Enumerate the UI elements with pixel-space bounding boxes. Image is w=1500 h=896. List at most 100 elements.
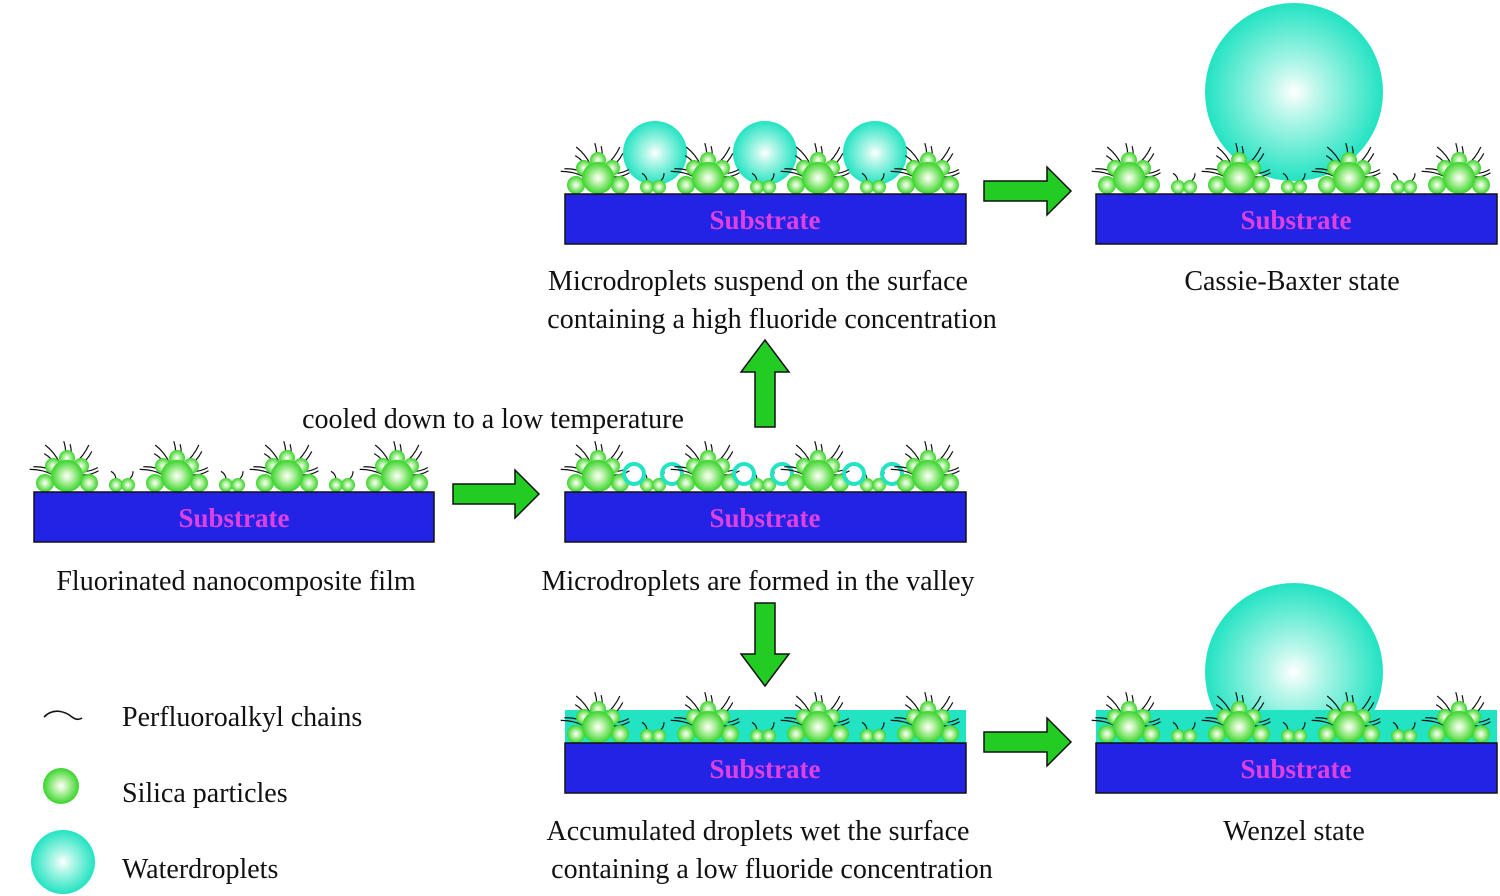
water-droplet (623, 121, 687, 185)
silica-particle (1443, 711, 1475, 743)
silica-particle (897, 474, 915, 492)
silica-particle (787, 725, 805, 743)
silica-particle (640, 729, 654, 743)
arrow-up-to-suspend (739, 338, 791, 428)
arrows: cooled down to a low temperature (302, 165, 1073, 768)
silica-particle (750, 180, 764, 194)
silica-particle (80, 474, 98, 492)
caption-wenzel: Wenzel state (1223, 816, 1365, 847)
silica-particle (872, 478, 886, 492)
silica-particle (1403, 729, 1417, 743)
film-surface-valley (560, 441, 960, 492)
silica-particle (109, 478, 123, 492)
silica-particle (381, 460, 413, 492)
silica-particle (762, 729, 776, 743)
legend-silica-label: Silica particles (122, 778, 288, 809)
substrate-label: Substrate (178, 503, 289, 533)
silica-particle (692, 460, 724, 492)
silica-particle (1223, 162, 1255, 194)
silica-particle (121, 478, 135, 492)
substrate (1095, 742, 1498, 794)
substrate-label: Substrate (709, 205, 820, 235)
silica-particle (256, 474, 274, 492)
silica-particle (1113, 162, 1145, 194)
silica-particle (721, 176, 739, 194)
silica-particle (1208, 176, 1226, 194)
legend: Perfluoroalkyl chains Silica particles W… (31, 702, 362, 894)
water-droplet (733, 121, 797, 185)
film-surface-initial (29, 441, 429, 492)
silica-particle (582, 162, 614, 194)
silica-particle (677, 474, 695, 492)
film-surface-cassie (1091, 143, 1491, 194)
silica-particle (640, 478, 654, 492)
legend-chains-label: Perfluoroalkyl chains (122, 702, 362, 733)
substrate-label: Substrate (1240, 754, 1351, 784)
silica-particle (897, 725, 915, 743)
panel-fluorinated-film: Substrate Fluorinated nanocomposite film (29, 441, 435, 597)
silica-particle (692, 162, 724, 194)
silica-particle (941, 725, 959, 743)
silica-particle (652, 180, 666, 194)
silica-particle (1293, 729, 1307, 743)
silica-particle (802, 711, 834, 743)
silica-particle (1252, 725, 1270, 743)
silica-particle (567, 176, 585, 194)
silica-particle (1171, 180, 1185, 194)
chain-legend-icon (43, 710, 83, 721)
silica-particle (941, 474, 959, 492)
silica-particle (410, 474, 428, 492)
panel-suspended-droplets: Substrate Microdroplets suspend on the s… (547, 121, 997, 335)
silica-particle (941, 176, 959, 194)
caption-suspend-line1: Microdroplets suspend on the surface (548, 266, 968, 297)
silica-particle (1428, 725, 1446, 743)
silica-particle (1472, 725, 1490, 743)
silica-particle (802, 460, 834, 492)
silica-particle (831, 176, 849, 194)
silica-particle (860, 180, 874, 194)
silica-particle (640, 180, 654, 194)
silica-particle (1098, 725, 1116, 743)
water-droplet (843, 121, 907, 185)
silica-particle (161, 460, 193, 492)
silica-particle (1098, 176, 1116, 194)
silica-particle (1252, 176, 1270, 194)
silica-particle (146, 474, 164, 492)
silica-particle (677, 176, 695, 194)
silica-particle (1171, 729, 1185, 743)
caption-fluorinated-film: Fluorinated nanocomposite film (56, 566, 415, 597)
silica-particle (219, 478, 233, 492)
silica-particle (831, 725, 849, 743)
silica-particle (1183, 729, 1197, 743)
silica-particle (1318, 176, 1336, 194)
silica-particle (860, 729, 874, 743)
panel-wenzel: Substrate Wenzel state (1091, 583, 1498, 847)
micro-droplet (622, 462, 646, 486)
substrate (564, 193, 967, 245)
silica-particle (750, 729, 764, 743)
silica-particle (271, 460, 303, 492)
silica-particle (300, 474, 318, 492)
silica-particle (1391, 729, 1405, 743)
silica-particle (860, 478, 874, 492)
panel-cassie-baxter: Substrate Cassie-Baxter state (1091, 3, 1498, 297)
micro-droplet (842, 462, 866, 486)
silica-particle (1208, 725, 1226, 743)
silica-particle (1391, 180, 1405, 194)
silica-particle (1362, 176, 1380, 194)
silica-particle (1472, 176, 1490, 194)
silica-particle (872, 180, 886, 194)
film-surface-suspend (560, 143, 960, 194)
silica-particle (912, 162, 944, 194)
panel-accumulated-droplets: Substrate Accumulated droplets wet the s… (547, 692, 993, 885)
silica-particle (190, 474, 208, 492)
micro-droplet (732, 462, 756, 486)
silica-particle (1142, 725, 1160, 743)
silica-particle (341, 478, 355, 492)
silica-particle (912, 711, 944, 743)
substrate-label: Substrate (709, 754, 820, 784)
silica-particle (366, 474, 384, 492)
silica-particle (1281, 180, 1295, 194)
caption-accumulated-line1: Accumulated droplets wet the surface (547, 816, 970, 847)
silica-particle (1333, 711, 1365, 743)
